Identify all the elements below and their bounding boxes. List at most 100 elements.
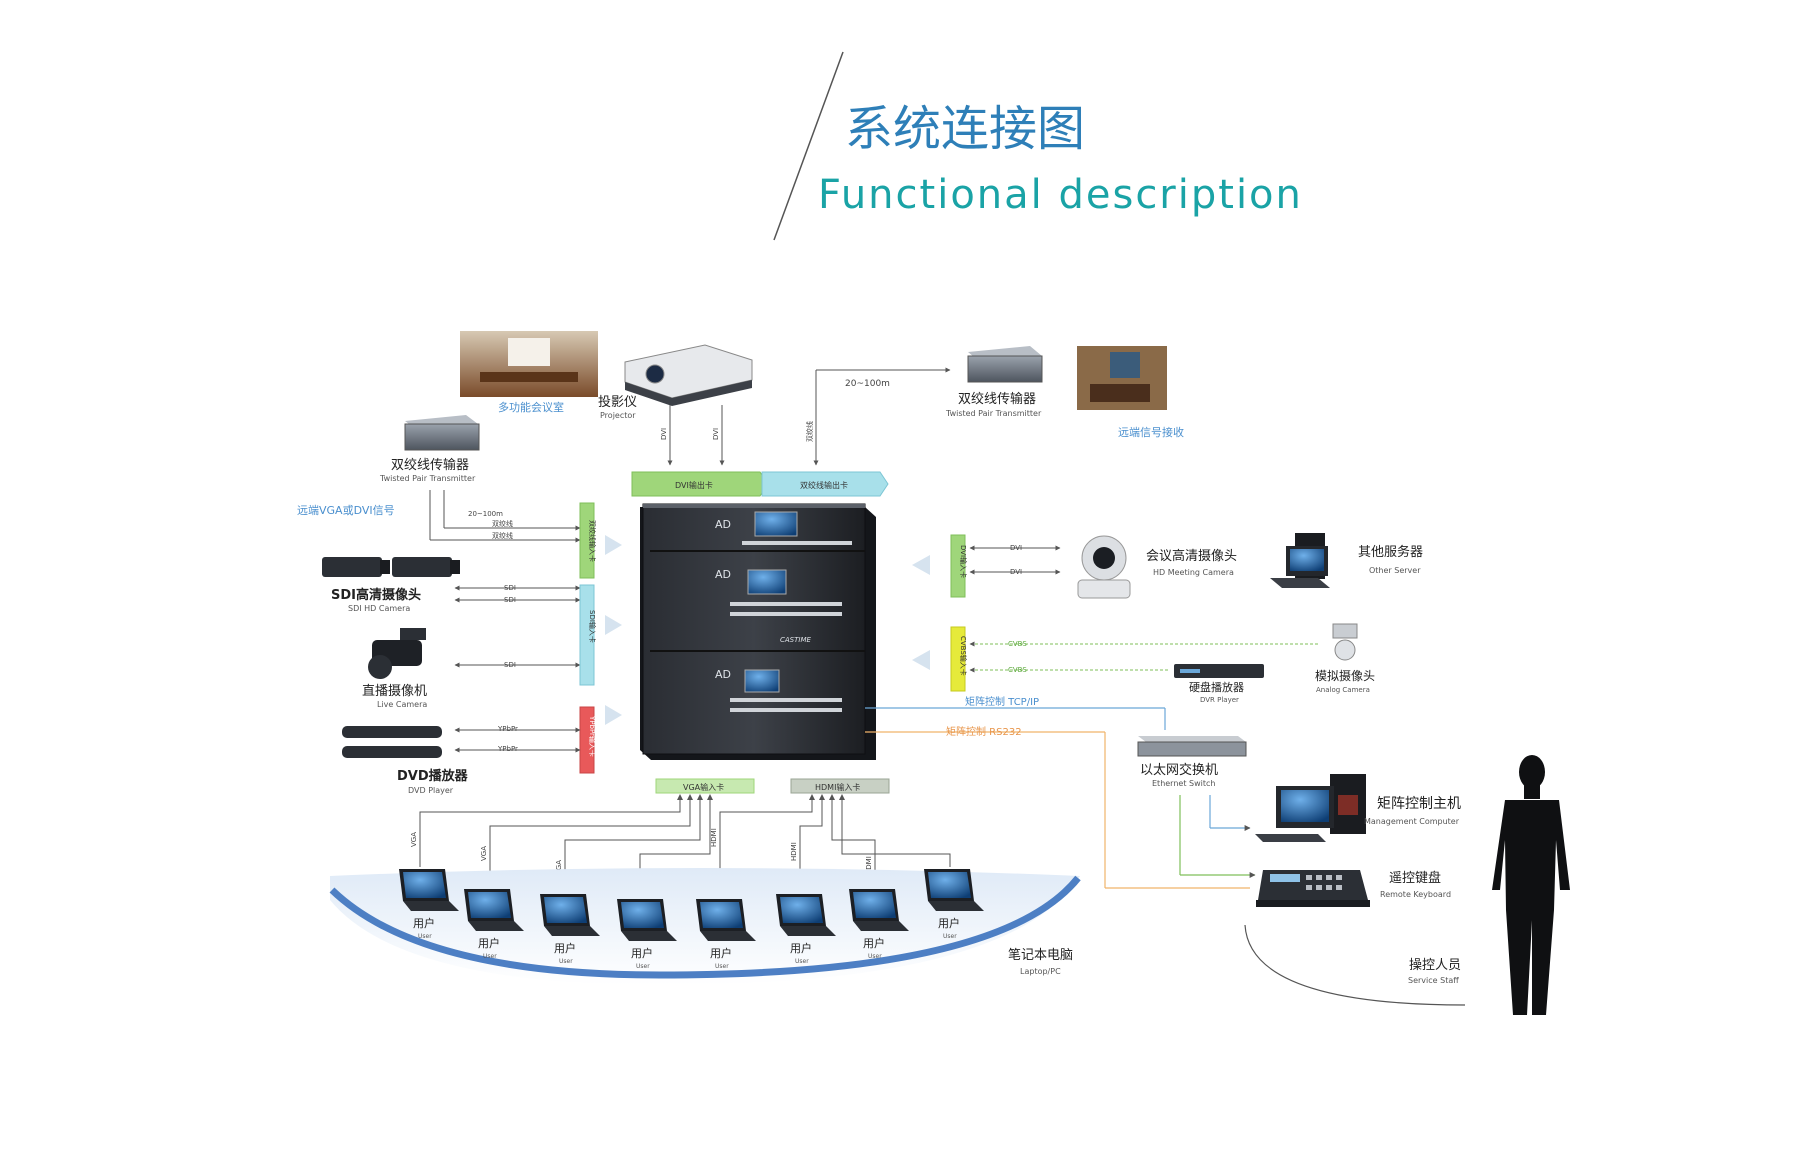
dvd-player-icon	[342, 726, 442, 758]
header-slash	[773, 51, 844, 241]
laptops-group: 用户User用户User用户User用户User用户User用户User用户Us…	[399, 869, 984, 970]
laptop-user-label-en: User	[418, 933, 432, 940]
laptop-signal-line	[799, 795, 823, 892]
title-cn: 系统连接图	[845, 101, 1085, 157]
laptop-user-label-en: User	[715, 963, 729, 970]
laptop-icon	[464, 889, 524, 931]
matrix-switcher-rack: AD AD AD CASTIME	[640, 503, 876, 760]
dvi-output-card: DVI输出卡	[631, 471, 769, 497]
sdi-label-2: SDI	[504, 596, 516, 604]
laptop-signal-line	[719, 795, 813, 897]
ypbpr-label-2: YPbPr	[497, 745, 518, 753]
cvbs-label-1: CVBS	[1008, 640, 1027, 648]
twisted-left-2: 双绞线	[492, 531, 513, 540]
laptop-label-en: Laptop/PC	[1020, 967, 1061, 976]
laptop-label-cn: 笔记本电脑	[1008, 947, 1073, 963]
signal-arrowhead	[819, 794, 825, 800]
dvr-label-cn: 硬盘播放器	[1189, 680, 1244, 694]
twisted-pair-transmitter-left-icon	[404, 415, 480, 451]
twisted-input-card: 双绞线输入卡	[579, 502, 597, 579]
sdi-label-1: SDI	[504, 584, 516, 592]
svg-text:CASTIME: CASTIME	[780, 636, 811, 644]
keyboard-label-cn: 遥控键盘	[1389, 870, 1441, 886]
svg-text:双绞线输入卡: 双绞线输入卡	[588, 520, 597, 562]
remote-vga-dvi-label: 远端VGA或DVI信号	[297, 504, 395, 517]
svg-text:AD: AD	[715, 668, 731, 681]
laptop-icon	[399, 869, 459, 911]
twisted-left-1: 双绞线	[492, 519, 513, 528]
management-computer-icon	[1255, 774, 1366, 842]
sdi-camera-label-en: SDI HD Camera	[348, 604, 410, 613]
svg-text:双绞线输出卡: 双绞线输出卡	[800, 480, 848, 490]
sdi-input-card: SDI输入卡	[579, 584, 597, 686]
cvbs-label-2: CVBS	[1008, 666, 1027, 674]
signal-arrowhead	[829, 794, 835, 800]
laptop-user-label-cn: 用户	[938, 916, 960, 930]
laptop-icon	[696, 899, 756, 941]
live-camera-label-cn: 直播摄像机	[362, 684, 427, 699]
tp-right-label-en: Twisted Pair Transmitter	[945, 409, 1042, 418]
dvi-label-b: DVI	[712, 428, 720, 440]
svg-text:AD: AD	[715, 568, 731, 581]
svg-text:VGA输入卡: VGA输入卡	[683, 782, 724, 792]
laptop-user-label-cn: 用户	[413, 916, 435, 930]
laptop-icon	[924, 869, 984, 911]
laptop-user-label-cn: 用户	[478, 936, 500, 950]
server-label-en: Other Server	[1369, 566, 1421, 575]
analog-camera-label-en: Analog Camera	[1316, 686, 1370, 694]
laptop-user-label-en: User	[868, 953, 882, 960]
svg-text:AD: AD	[715, 518, 731, 531]
server-label-cn: 其他服务器	[1358, 544, 1423, 560]
ypbpr-label-1: YPbPr	[497, 725, 518, 733]
tp-right-label-cn: 双绞线传输器	[958, 391, 1036, 407]
laptop-icon	[617, 899, 677, 941]
rs232-label: 矩阵控制 RS232	[946, 725, 1022, 738]
mgmt-computer-label-en: Management Computer	[1364, 817, 1460, 826]
dvd-label-en: DVD Player	[408, 786, 454, 795]
laptop-user-label-cn: 用户	[631, 946, 653, 960]
dvr-player-icon	[1174, 664, 1264, 678]
projector-label-en: Projector	[600, 411, 636, 420]
user-floor-edge	[329, 875, 1081, 979]
conference-room-image	[460, 331, 598, 397]
svg-text:CVBS输入卡: CVBS输入卡	[959, 636, 968, 676]
twisted-output-card: 双绞线输出卡	[761, 471, 889, 497]
laptop-icon	[540, 894, 600, 936]
signal-arrowhead	[707, 794, 713, 800]
distance-left-label: 20~100m	[468, 510, 503, 518]
hd-meeting-camera-icon	[1077, 535, 1131, 599]
laptop-signal-label: HDMI	[865, 856, 873, 875]
dvi-right-1: DVI	[1010, 544, 1022, 552]
staff-label-cn: 操控人员	[1409, 957, 1461, 973]
tp-left-label-cn: 双绞线传输器	[391, 457, 469, 473]
svg-text:SDI输入卡: SDI输入卡	[588, 610, 597, 643]
laptop-signal-label: VGA	[555, 860, 563, 875]
laptop-signal-lines: VGAVGAVGAVGAHDMIHDMIHDMIHDMI	[410, 794, 951, 897]
ypbpr-input-card: YPbPr输入卡	[579, 706, 597, 774]
distance-top-label: 20~100m	[845, 379, 890, 389]
staff-label-en: Service Staff	[1408, 976, 1459, 985]
dvi-label-a: DVI	[660, 428, 668, 440]
remote-receive-label: 远端信号接收	[1118, 425, 1184, 439]
staff-floor-arc	[1244, 924, 1466, 1006]
switch-label-en: Ethernet Switch	[1152, 779, 1215, 788]
tcpip-label: 矩阵控制 TCP/IP	[965, 695, 1039, 708]
svg-text:HDMI输入卡: HDMI输入卡	[815, 782, 860, 792]
svg-text:YPbPr输入卡: YPbPr输入卡	[588, 715, 597, 757]
hdmi-input-card: HDMI输入卡	[790, 778, 890, 794]
laptop-icon	[849, 889, 909, 931]
laptop-signal-label: HDMI	[710, 828, 718, 847]
sdi-camera-label-cn: SDI高清摄像头	[331, 587, 421, 603]
live-camera-icon	[368, 628, 426, 679]
laptop-user-label-en: User	[483, 953, 497, 960]
tp-left-label-en: Twisted Pair Transmitter	[379, 474, 476, 483]
projector-icon	[624, 344, 753, 406]
svg-text:DVI输入卡: DVI输入卡	[959, 545, 968, 578]
twisted-pair-transmitter-right-icon	[967, 346, 1043, 383]
laptop-signal-label: VGA	[410, 832, 418, 847]
twisted-label-top: 双绞线	[805, 421, 814, 442]
signal-arrowhead	[809, 794, 815, 800]
remote-room-image	[1077, 346, 1167, 410]
laptop-user-label-en: User	[559, 958, 573, 965]
